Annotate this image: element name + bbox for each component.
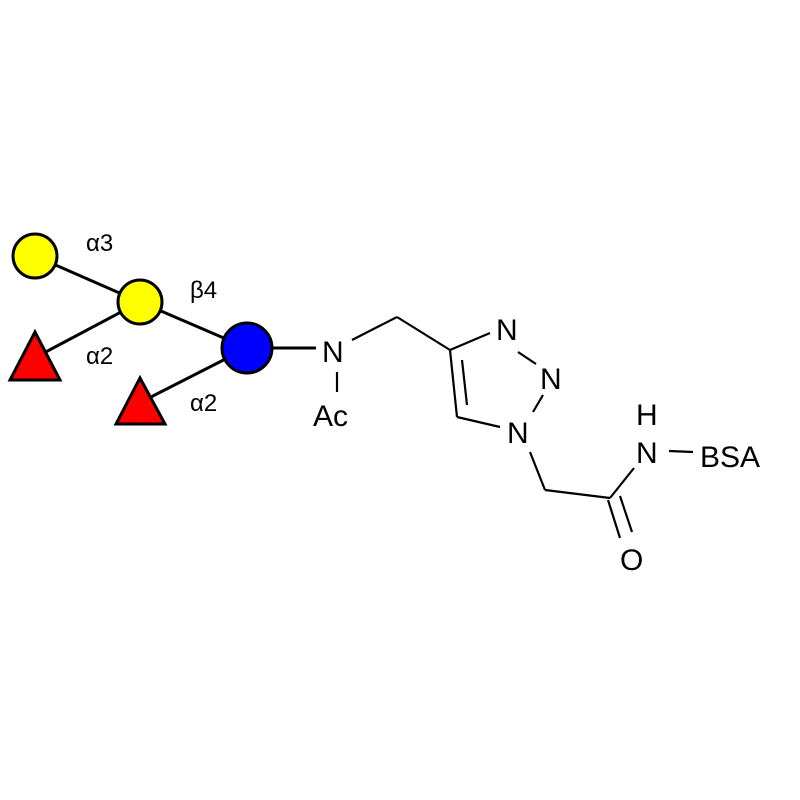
- bond-nh-bsa: [668, 449, 694, 454]
- fucose-icon: [113, 374, 168, 426]
- galactose-terminal-icon: [11, 232, 59, 280]
- bond-c-o: [606, 499, 622, 539]
- linkage-label: α2: [190, 390, 217, 417]
- atom-label: N: [496, 314, 518, 347]
- fucose-icon: [7, 328, 63, 382]
- bond-n2-n1: [532, 394, 544, 413]
- bond-n1-ch2: [528, 451, 547, 491]
- atom-label: N: [540, 363, 562, 396]
- atom-label: Ac: [313, 400, 348, 433]
- bond-c4-c5-double: [460, 359, 469, 406]
- atom-label: N: [322, 336, 344, 369]
- chemical-bonds: [335, 316, 694, 539]
- atom-label: N: [636, 437, 658, 470]
- bond-n3-n2-double: [517, 351, 537, 365]
- bond-n-ch2: [351, 316, 398, 341]
- glucose-icon: [220, 321, 274, 375]
- bond-c5-n1: [456, 415, 501, 429]
- linkage-label: β4: [190, 277, 217, 304]
- bond-c4-c5: [448, 349, 459, 418]
- bond-c-o-double: [618, 495, 634, 533]
- linkage-label: α3: [86, 230, 113, 257]
- atom-label: N: [507, 417, 529, 450]
- galactose-icon: [116, 278, 164, 326]
- glycan-bonds: [34, 254, 316, 402]
- atom-label: H: [636, 399, 658, 432]
- carrier-label: BSA: [700, 441, 760, 474]
- bond-ch2-co: [544, 488, 611, 500]
- bond-c4-n3: [449, 331, 491, 352]
- bond-ch2-c4: [396, 316, 451, 351]
- atom-label: O: [620, 544, 643, 577]
- bond-c-nh: [609, 467, 635, 499]
- linkage-label: α2: [86, 343, 113, 370]
